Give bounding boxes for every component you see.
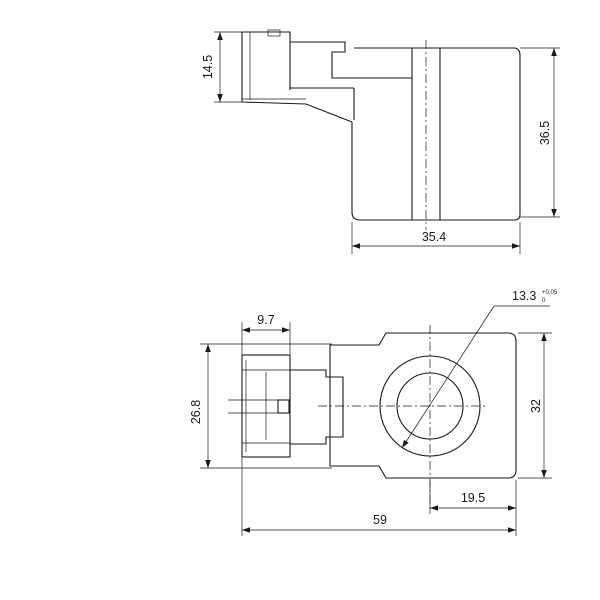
dim-label-height-top: 14.5	[201, 55, 215, 79]
dim-line-bore-diameter	[401, 305, 495, 449]
top-view: 13.3 +0.05 0 9.7 26.8 32 19.5 59	[189, 289, 558, 536]
coil-body-outline	[351, 47, 521, 221]
dim-tol-upper: +0.05	[542, 290, 558, 296]
connector-pin	[277, 399, 290, 414]
terminal-plate-outline	[290, 369, 344, 445]
dim-label-width-body: 35.4	[422, 230, 446, 244]
side-view: 14.5 36.5 35.4	[201, 29, 560, 254]
connector-housing-outline	[241, 354, 291, 458]
dim-label-connector-width: 9.7	[257, 313, 274, 327]
dim-label-height-total: 36.5	[538, 121, 552, 145]
terminal-bracket-outline	[241, 31, 412, 123]
dim-label-bore-diameter: 13.3	[512, 289, 536, 303]
dim-tol-lower: 0	[542, 298, 546, 304]
connector-screw-cap	[267, 29, 281, 37]
dim-label-bore-offset: 19.5	[461, 491, 485, 505]
dim-label-body-height: 32	[529, 399, 543, 413]
coil-body-outline	[329, 332, 517, 479]
dim-label-overall-length: 59	[373, 513, 387, 527]
dim-label-connector-height: 26.8	[189, 400, 203, 424]
